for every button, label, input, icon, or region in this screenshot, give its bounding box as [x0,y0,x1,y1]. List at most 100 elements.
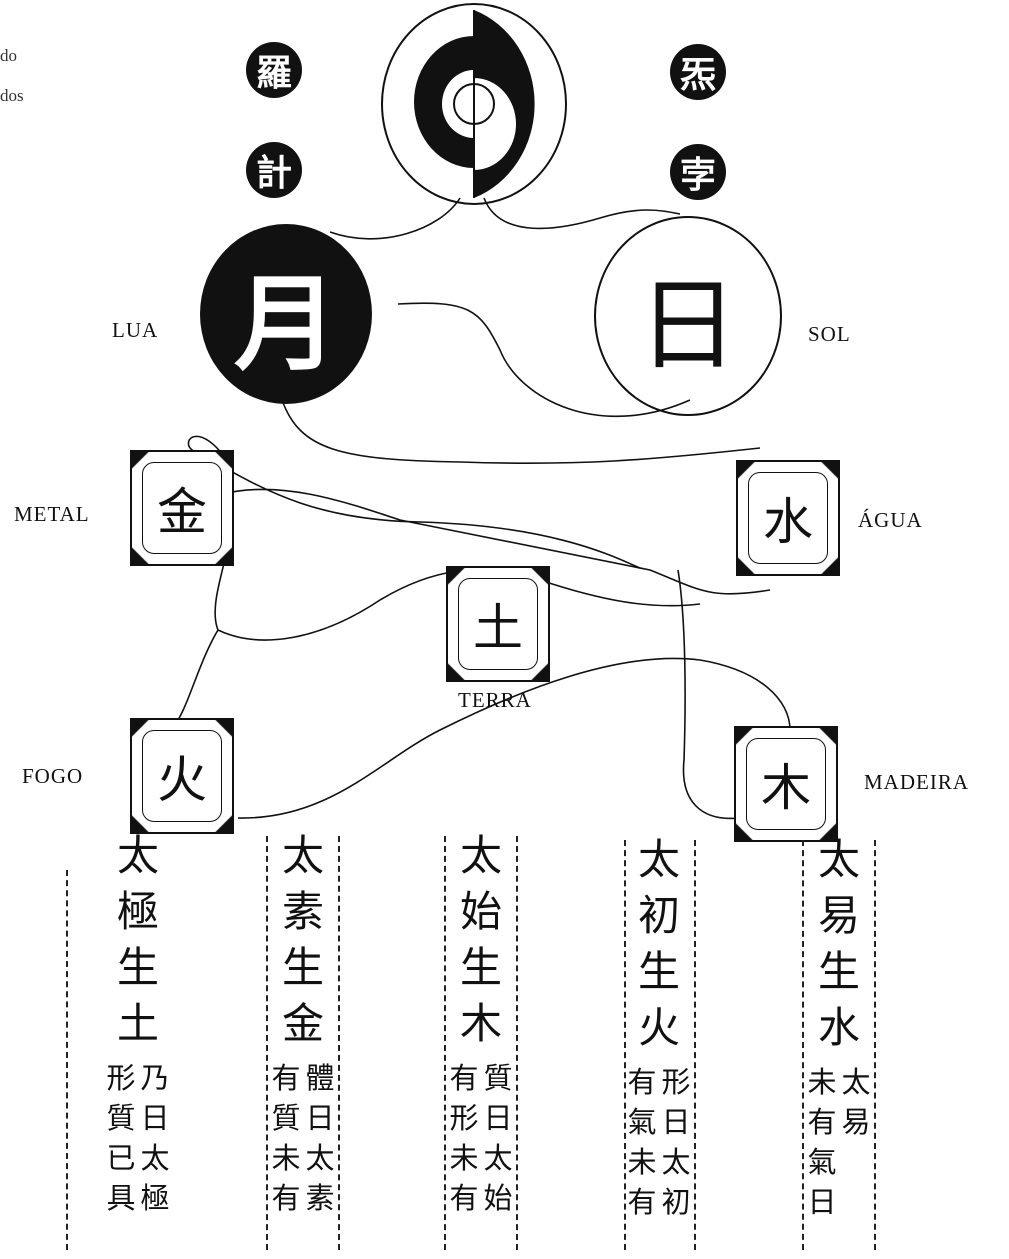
emblem-metal: 金 [130,450,234,566]
column-rule [624,840,626,1250]
label-wood: MADEIRA [864,770,969,794]
column-character: 太 [841,1065,871,1099]
label-fire: FOGO [22,764,84,788]
sub-column: 有形未有 [447,1058,481,1218]
column-character: 太 [140,1141,170,1175]
column-character: 極 [140,1181,170,1215]
sub-column: 乃日太極 [138,1058,172,1218]
column-character: 乃 [140,1061,170,1095]
column-rule [444,836,446,1250]
column-main-text: 太初生火 [638,832,680,1056]
column-character: 形 [106,1061,136,1095]
column-character: 始 [483,1181,513,1215]
column-character: 未 [627,1145,657,1179]
column-character: 氣 [807,1145,837,1179]
text-column-4: 太初生火 形日太初 有氣未有 [624,832,694,1222]
column-character: 質 [483,1061,513,1095]
sub-column: 體日太素 [303,1058,337,1218]
column-sub-text: 體日太素 有質未有 [269,1058,337,1218]
column-rule [694,840,696,1250]
column-character: 太 [661,1145,691,1179]
column-character: 日 [483,1101,513,1135]
column-character: 易 [817,891,860,940]
emblem-wood-char: 木 [761,759,811,817]
column-rule [266,836,268,1250]
column-rule [338,836,340,1250]
column-character: 日 [305,1101,335,1135]
text-column-3: 太始生木 質日太始 有形未有 [446,828,516,1218]
column-sub-text: 質日太始 有形未有 [447,1058,515,1218]
corner-text-line-2: dos [0,86,24,105]
column-character: 質 [271,1101,301,1135]
label-earth: TERRA [458,688,532,712]
column-character: 氣 [627,1105,657,1139]
sub-column: 形日太初 [659,1062,693,1222]
sub-column: 有質未有 [269,1058,303,1218]
ketu-seal-top: 炁 [670,44,726,100]
emblem-metal-char: 金 [157,483,207,541]
emblem-fire: 火 [130,718,234,834]
column-character: 太 [281,831,324,880]
column-character: 太 [116,831,159,880]
column-character: 具 [106,1181,136,1215]
column-character: 初 [661,1185,691,1219]
column-sub-text: 太易 未有氣日 [805,1062,873,1222]
column-character: 有 [449,1181,479,1215]
column-character: 太 [305,1141,335,1175]
column-rule [874,840,876,1250]
column-character: 未 [449,1141,479,1175]
column-character: 體 [305,1061,335,1095]
column-character: 未 [807,1065,837,1099]
text-column-1: 太極生土 乃日太極 形質已具 [86,828,190,1218]
column-character: 太 [483,1141,513,1175]
column-sub-text: 形日太初 有氣未有 [625,1062,693,1222]
corner-text-line-1: do [0,46,17,65]
column-rule [66,870,68,1250]
column-main-text: 太始生木 [460,828,502,1052]
column-character: 素 [281,887,324,936]
column-rule [516,836,518,1250]
column-character: 初 [637,891,680,940]
sub-column: 有氣未有 [625,1062,659,1222]
column-character: 極 [116,887,159,936]
column-character: 素 [305,1181,335,1215]
column-character: 太 [637,835,680,884]
emblem-earth: 土 [446,566,550,682]
label-moon: LUA [112,318,159,342]
column-character: 有 [271,1061,301,1095]
column-character: 易 [841,1105,871,1139]
column-character: 木 [459,999,502,1048]
column-main-text: 太易生水 [818,832,860,1056]
column-character: 生 [459,943,502,992]
label-sun: SOL [808,322,851,346]
column-character: 日 [807,1185,837,1219]
column-character: 生 [817,947,860,996]
column-character: 質 [106,1101,136,1135]
column-character: 有 [271,1181,301,1215]
rahu-seal-bottom: 計 [246,142,302,198]
column-character: 金 [281,999,324,1048]
emblem-wood: 木 [734,726,838,842]
label-metal: METAL [14,502,90,526]
column-character: 生 [637,947,680,996]
column-rule [802,840,804,1250]
column-character: 有 [627,1065,657,1099]
ketu-seal-bottom: 孛 [670,144,726,200]
emblem-fire-char: 火 [157,751,207,809]
sun-disc: 日 [594,216,782,416]
sub-column: 太易 [839,1062,873,1222]
column-character: 始 [459,887,502,936]
sub-column: 質日太始 [481,1058,515,1218]
emblem-water-char: 水 [763,493,813,551]
column-character: 已 [106,1141,136,1175]
column-character: 土 [116,999,159,1048]
column-character: 形 [661,1065,691,1099]
column-character: 水 [817,1003,860,1052]
emblem-water: 水 [736,460,840,576]
column-character: 太 [459,831,502,880]
column-character: 有 [627,1185,657,1219]
column-character: 太 [817,835,860,884]
column-character: 日 [661,1105,691,1139]
